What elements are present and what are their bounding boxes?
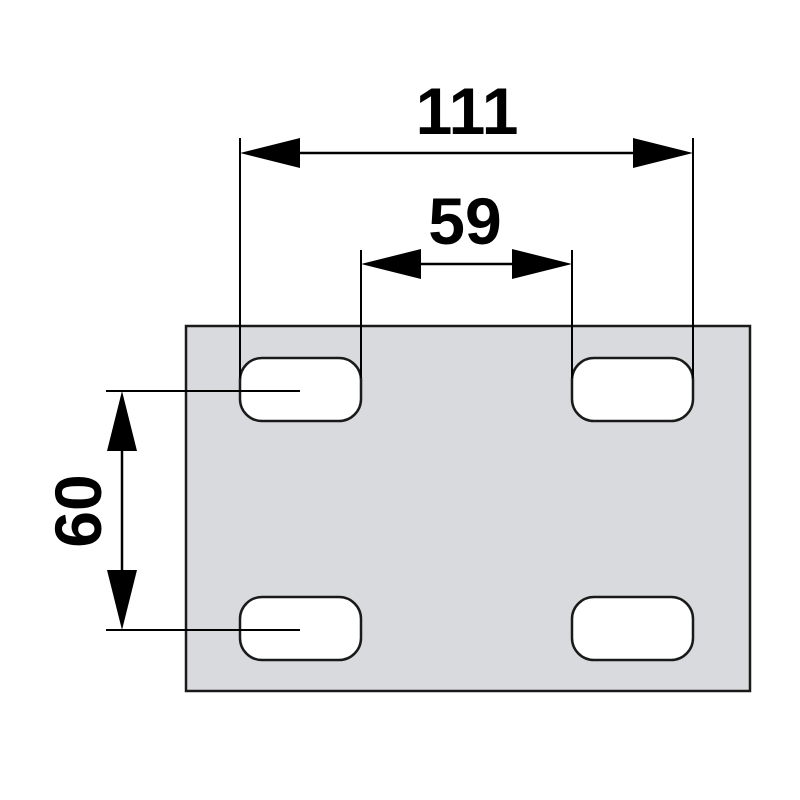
dimension-outer-spacing (239, 138, 694, 378)
arrowhead-inner-left (361, 249, 421, 279)
arrowhead-inner-right (512, 249, 572, 279)
arrowhead-vertical-top (107, 391, 137, 451)
dimension-label-outer: 111 (416, 74, 519, 148)
dimension-vertical-spacing (106, 390, 300, 631)
slot-holes (238, 356, 695, 662)
arrowhead-outer-right (633, 138, 693, 168)
arrowhead-outer-left (240, 138, 300, 168)
arrowhead-vertical-bottom (107, 570, 137, 630)
dimension-inner-spacing (360, 249, 573, 378)
slot-bottom-right (570, 595, 695, 662)
slot-top-left (238, 356, 363, 423)
dimension-label-vertical: 60 (41, 474, 115, 547)
slot-bottom-left (238, 595, 363, 662)
dimension-label-inner: 59 (428, 184, 501, 258)
slot-top-right (570, 356, 695, 423)
